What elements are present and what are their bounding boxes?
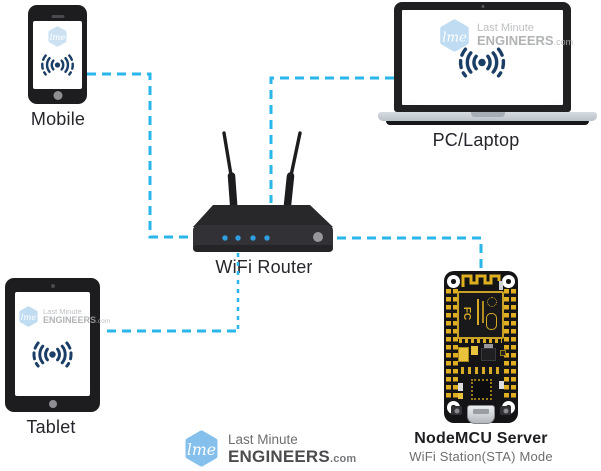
laptop-device: lme Last Minute ENGINEERS.com: [394, 2, 573, 112]
phone-speaker: [51, 15, 64, 18]
router-bottom-edge: [193, 245, 333, 252]
tablet-screen: lme Last Minute ENGINEERS.com: [15, 292, 110, 396]
lme-monogram: lme: [187, 440, 216, 459]
smd-component: [458, 393, 463, 399]
router-antennas: [222, 131, 302, 214]
wifi-router-device: [193, 131, 333, 252]
watermark-tld: .com: [553, 37, 574, 48]
laptop-screen: lme Last Minute ENGINEERS.com: [402, 10, 573, 105]
wifi-signal-icon: [458, 47, 506, 78]
laptop-label: PC/Laptop: [432, 130, 520, 150]
voltage-regulator: [481, 348, 496, 361]
wifi-signal-icon: [32, 341, 73, 368]
tablet-home-button: [48, 400, 57, 408]
pin-header-right: [504, 289, 516, 399]
fcc-mark-icon: FC: [461, 306, 473, 321]
lme-logo-watermark: lme Last Minute ENGINEERS.com: [438, 19, 573, 52]
smd-component: [500, 350, 506, 356]
footer-line1: Last Minute: [228, 431, 298, 447]
lme-hexagon-icon: lme: [185, 430, 218, 467]
router-led-indicators: [222, 235, 270, 241]
router-label: WiFi Router: [215, 257, 313, 277]
capacitor: [471, 346, 478, 355]
module-castellated-pads: [459, 339, 502, 343]
mobile-device: lme: [28, 5, 87, 104]
usb-serial-chip: [471, 379, 492, 400]
lme-monogram: lme: [21, 312, 37, 322]
watermark-line1: Last Minute: [477, 21, 534, 34]
watermark-line2: ENGINEERS.com: [43, 314, 111, 326]
wifi-cert-icon: [486, 313, 497, 330]
tablet-label: Tablet: [26, 417, 76, 437]
solder-pad-row: [459, 367, 503, 374]
lme-monogram: lme: [50, 32, 66, 42]
lme-hexagon-watermark: lme: [48, 26, 67, 47]
laptop-base: [378, 112, 597, 121]
watermark-tld: .com: [96, 317, 111, 325]
wifi-signal-icon: [41, 54, 74, 76]
shield-detail: [477, 299, 479, 325]
nodemcu-sublabel: WiFi Station(STA) Mode: [409, 449, 553, 464]
regulator-tab: [484, 344, 493, 349]
smd-component: [458, 383, 463, 391]
shield-detail: [482, 301, 484, 323]
lme-hexagon-watermark: lme: [440, 19, 469, 52]
phone-screen: lme: [33, 21, 82, 89]
esp8266-module: FC: [457, 291, 504, 339]
lme-logo-watermark: lme Last Minute ENGINEERS.com: [18, 306, 110, 327]
capacitor: [458, 347, 469, 362]
mounting-hole: [502, 275, 515, 288]
phone-home-button: [53, 91, 62, 100]
smd-component: [499, 281, 503, 290]
tablet-device: lme Last Minute ENGINEERS.com: [5, 278, 110, 412]
nodemcu-label: NodeMCU Server: [414, 430, 548, 447]
lme-monogram: lme: [442, 30, 467, 45]
nodemcu-board: FC: [444, 271, 518, 424]
watermark-engineers: ENGINEERS: [477, 33, 554, 49]
ce-mark-icon: [487, 297, 497, 307]
footer-engineers: ENGINEERS: [228, 446, 330, 466]
laptop-notch: [470, 112, 505, 117]
laptop-camera-icon: [481, 5, 484, 8]
lme-footer-logo: lme Last Minute ENGINEERS.com: [183, 430, 356, 467]
connection-mobile-router: [87, 72, 191, 239]
flash-button: [451, 406, 462, 415]
router-button: [313, 232, 323, 242]
smd-component: [499, 381, 504, 389]
footer-tld: .com: [329, 452, 357, 465]
watermark-engineers: ENGINEERS: [43, 314, 97, 325]
tablet-camera-icon: [50, 284, 55, 288]
mobile-label: Mobile: [30, 109, 86, 129]
lme-hexagon-watermark: lme: [19, 306, 38, 327]
watermark-line1: Last Minute: [43, 306, 82, 316]
connection-router-nodemcu: [337, 236, 483, 270]
router-top-surface: [193, 205, 333, 227]
laptop-underside: [386, 121, 589, 125]
pin-header-left: [446, 289, 458, 399]
antenna-trace: [461, 274, 501, 287]
mounting-hole: [447, 275, 460, 288]
footer-line2: ENGINEERS.com: [228, 446, 357, 467]
micro-usb-port: [467, 405, 495, 424]
reset-button: [500, 406, 511, 415]
watermark-line2: ENGINEERS.com: [477, 34, 573, 48]
